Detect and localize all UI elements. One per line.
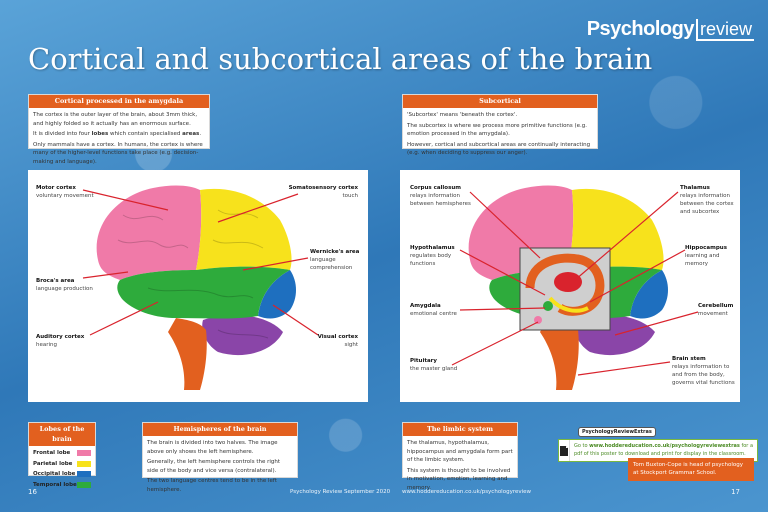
extras-link[interactable]: www.hoddereducation.co.uk/psychologyrevi… [589, 443, 740, 449]
cortical-brain-panel: Motor cortex voluntary movement Somatose… [28, 170, 368, 402]
auditory-cortex-label: Auditory cortex hearing [36, 334, 85, 348]
online-extras: PsychologyReviewExtras Go to www.hoddere… [558, 418, 758, 462]
subcortical-info-p1: 'Subcortex' means 'beneath the cortex'. [407, 112, 518, 119]
online-extras-tag: PsychologyReviewExtras [578, 427, 656, 437]
hemispheres-info-box: Hemispheres of the brain The brain is di… [142, 422, 298, 493]
author-note: Tom Buxton-Cope is head of psychology at… [628, 458, 754, 481]
corpus-callosum-label: Corpus callosum relays information betwe… [410, 185, 471, 207]
visual-cortex-label: Visual cortex sight [317, 334, 358, 348]
footer-url[interactable]: www.hoddereducation.co.uk/psychologyrevi… [402, 489, 532, 495]
lobe-legend-item: Frontal lobe [33, 449, 91, 458]
limbic-info-p2: This system is thought to be involved in… [407, 467, 511, 491]
amygdala-info-heading: Cortical processed in the amygdala [29, 95, 209, 109]
amygdala-info-box: Cortical processed in the amygdala The c… [28, 94, 210, 165]
brain-stem-shape [168, 318, 207, 390]
motor-cortex-label: Motor cortex voluntary movement [36, 185, 94, 199]
document-icon [559, 440, 570, 461]
cerebellum-shape [202, 314, 283, 356]
page-title: Cortical and subcortical areas of the br… [28, 42, 653, 76]
hippocampus-label: Hippocampus learning and memory [685, 245, 727, 267]
subcortical-info-p3: However, cortical and subcortical areas … [407, 141, 591, 157]
frontal-lobe-shape [96, 185, 202, 280]
hypothalamus-label: Hypothalamus regulates body functions [410, 245, 455, 267]
limbic-info-heading: The limbic system [403, 423, 517, 437]
lobes-legend-heading: Lobes of the brain [29, 423, 95, 447]
limbic-info-p1: The thalamus, hypothalamus, hippocampus … [407, 440, 513, 464]
lobe-legend-item: Temporal lobe [33, 481, 91, 490]
somatosensory-cortex-label: Somatosensory cortex touch [288, 185, 358, 199]
lobe-color-swatch [77, 460, 91, 467]
lobe-legend-item: Parietal lobe [33, 460, 91, 469]
pituitary-label: Pituitary the master gland [410, 358, 458, 372]
amygdala-info-p2: It is divided into four lobes which cont… [33, 131, 202, 138]
wernickes-area-label: Wernicke's area language comprehension [310, 249, 360, 271]
occipital-lobe-shape [258, 270, 296, 319]
lobe-color-swatch [77, 450, 91, 457]
temporal-lobe-shape [117, 266, 290, 319]
lobe-legend-label: Occipital lobe [33, 471, 76, 478]
pituitary-shape [534, 316, 542, 324]
hemispheres-info-p1: The brain is divided into two halves. Th… [147, 440, 278, 455]
brain-stem-label: Brain stem relays information to and fro… [672, 356, 735, 386]
issue-line: Psychology Review September 2020 [290, 489, 391, 495]
subcortical-info-box: Subcortical 'Subcortex' means 'beneath t… [402, 94, 598, 156]
masthead-brand: Psychology [586, 18, 695, 40]
hemispheres-info-heading: Hemispheres of the brain [143, 423, 297, 437]
masthead-suffix: review [695, 19, 754, 41]
cerebellum-label: Cerebellum movement [698, 303, 734, 317]
hemispheres-info-p3: The two language centres tend to be in t… [147, 478, 277, 493]
limbic-info-box: The limbic system The thalamus, hypothal… [402, 422, 518, 491]
online-extras-text: Go to www.hoddereducation.co.uk/psycholo… [574, 443, 754, 457]
subcortical-info-heading: Subcortical [403, 95, 597, 109]
thalamus-label: Thalamus relays information between the … [680, 185, 734, 215]
brocas-area-label: Broca's area language production [36, 278, 93, 292]
page-number-left: 16 [28, 488, 37, 496]
lobe-legend-label: Temporal lobe [33, 481, 77, 488]
lobe-legend-label: Frontal lobe [33, 450, 71, 457]
cortical-brain-diagram [82, 185, 319, 390]
hemispheres-info-p2: Generally, the left hemisphere controls … [147, 459, 281, 474]
lobe-legend-item: Occipital lobe [33, 470, 91, 479]
subcortical-info-p2: The subcortex is where we process more p… [407, 122, 588, 138]
page-number-right: 17 [731, 488, 740, 496]
parietal-lobe-shape [196, 188, 292, 270]
lobe-legend-label: Parietal lobe [33, 460, 73, 467]
amygdala-info-p1: The cortex is the outer layer of the bra… [33, 112, 198, 127]
hippocampus-shape [548, 296, 589, 313]
amygdala-info-p3: Only mammals have a cortex. In humans, t… [33, 141, 203, 165]
lobe-color-swatch [77, 481, 91, 488]
subcortical-brain-panel: Corpus callosum relays information betwe… [400, 170, 740, 402]
thalamus-shape [554, 272, 582, 292]
subcortical-brain-diagram [451, 185, 699, 390]
lobe-color-swatch [77, 471, 91, 478]
amygdala-shape [543, 301, 553, 311]
amygdala-label: Amygdala emotional centre [410, 303, 457, 317]
